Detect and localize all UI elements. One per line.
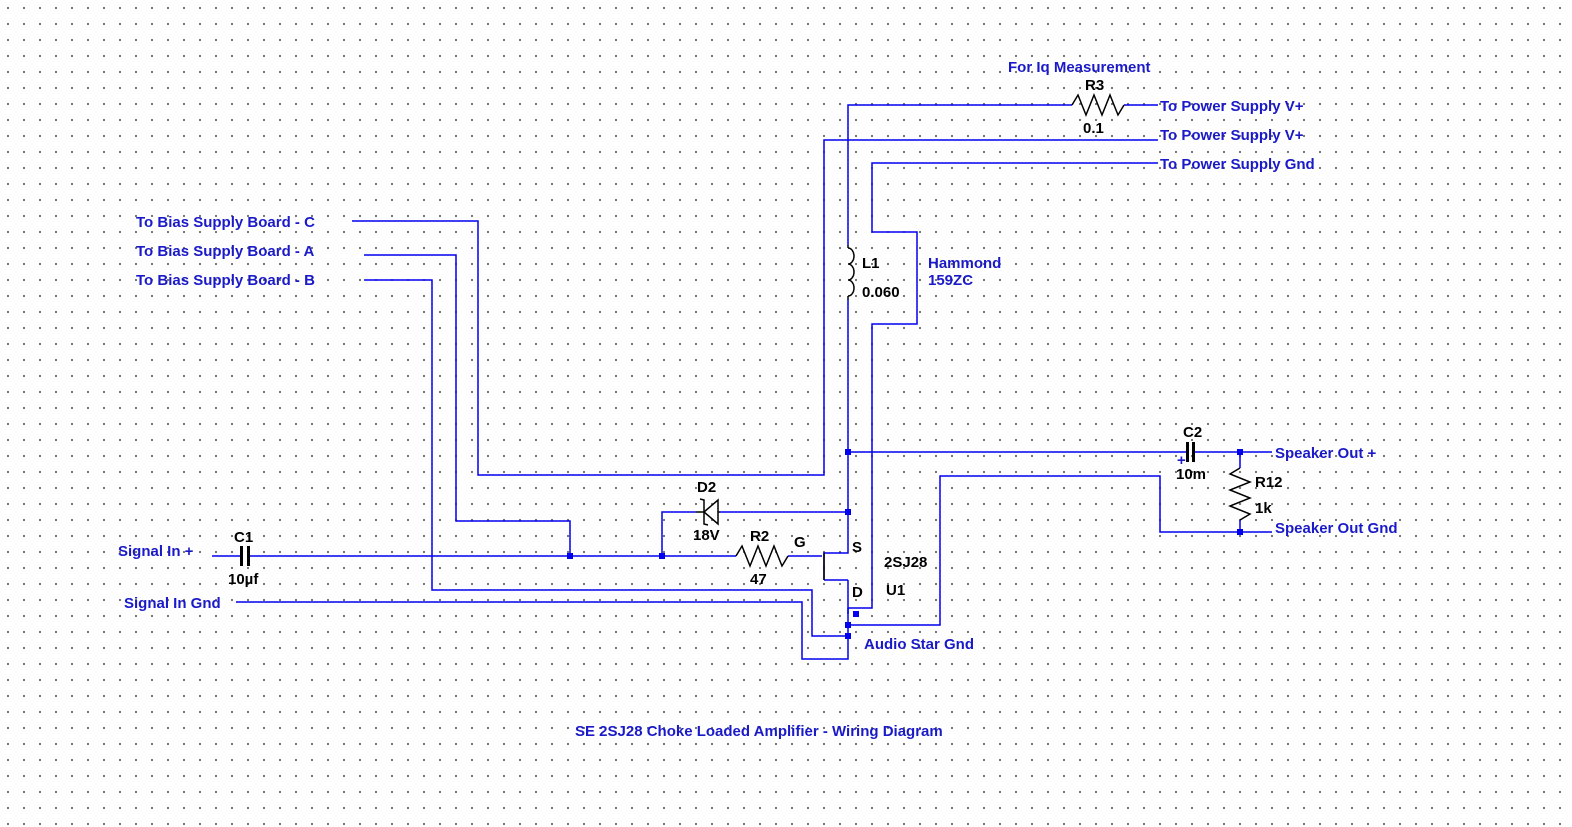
net-psu-vplus-1: To Power Supply V+ — [1160, 98, 1304, 115]
junction-dot — [845, 509, 851, 515]
wire-speaker-gnd — [848, 475, 1272, 626]
u1-pin-g: G — [794, 534, 806, 551]
c2-polarity: + — [1177, 452, 1186, 469]
c1-symbol — [240, 546, 250, 566]
r3-value: 0.1 — [1083, 120, 1104, 137]
l1-ref: L1 — [862, 255, 880, 272]
net-psu-vplus-2: To Power Supply V+ — [1160, 127, 1304, 144]
junction-dot — [845, 449, 851, 455]
junction-dot — [1237, 449, 1243, 455]
net-bias-b: To Bias Supply Board - B — [136, 272, 315, 289]
net-bias-c: To Bias Supply Board - C — [136, 214, 315, 231]
r12-value: 1k — [1255, 500, 1272, 517]
wires — [212, 104, 1272, 660]
net-signal-in-gnd: Signal In Gnd — [124, 595, 221, 612]
c1-ref: C1 — [234, 529, 253, 546]
net-bias-a: To Bias Supply Board - A — [136, 243, 315, 260]
net-audio-star-gnd: Audio Star Gnd — [864, 636, 974, 653]
wire-bias-c — [352, 139, 1158, 476]
r12-symbol — [1227, 467, 1253, 521]
wire-signal-gnd — [236, 601, 849, 660]
r12-ref: R12 — [1255, 474, 1283, 491]
wire-d2-loop — [661, 511, 696, 556]
c2-value: 10m — [1176, 466, 1206, 483]
choke-part: Hammond — [928, 255, 1001, 272]
junction-dot — [659, 553, 665, 559]
iq-measurement-note: For Iq Measurement — [1008, 59, 1151, 76]
net-speaker-out-gnd: Speaker Out Gnd — [1275, 520, 1398, 537]
junction-dot — [1237, 529, 1243, 535]
c2-ref: C2 — [1183, 424, 1202, 441]
r2-value: 47 — [750, 571, 767, 588]
junction-dot — [853, 611, 859, 617]
junction-dot — [845, 633, 851, 639]
choke-model: 159ZC — [928, 272, 973, 289]
c2-symbol — [1186, 442, 1195, 462]
wire-l1-to-r3 — [847, 104, 1072, 245]
net-signal-in-plus: Signal In + — [118, 543, 194, 560]
c1-value: 10µf — [228, 571, 259, 588]
r2-ref: R2 — [750, 528, 769, 545]
diagram-title: SE 2SJ28 Choke Loaded Amplifier - Wiring… — [575, 723, 943, 740]
l1-symbol — [847, 245, 855, 300]
wire-bias-b — [364, 279, 848, 637]
u1-pin-d: D — [852, 584, 863, 601]
u1-pin-s: S — [852, 539, 862, 556]
junction-dot — [567, 553, 573, 559]
junction-dot — [845, 622, 851, 628]
wire-l1-to-source — [823, 300, 849, 580]
labels: For Iq Measurement R3 0.1 To Power Suppl… — [118, 59, 1398, 740]
junctions — [567, 449, 1243, 639]
r2-symbol — [735, 543, 789, 569]
d2-value: 18V — [693, 527, 720, 544]
net-speaker-out-plus: Speaker Out + — [1275, 445, 1377, 462]
u1-part: 2SJ28 — [884, 554, 927, 571]
l1-value: 0.060 — [862, 284, 900, 301]
wire-bias-a — [364, 254, 571, 556]
u1-ref: U1 — [886, 582, 905, 599]
r3-ref: R3 — [1085, 77, 1104, 94]
net-psu-gnd: To Power Supply Gnd — [1160, 156, 1315, 173]
d2-symbol — [696, 498, 720, 526]
r3-symbol — [1071, 92, 1125, 118]
d2-ref: D2 — [697, 479, 716, 496]
wire-psu-gnd — [848, 162, 1158, 609]
